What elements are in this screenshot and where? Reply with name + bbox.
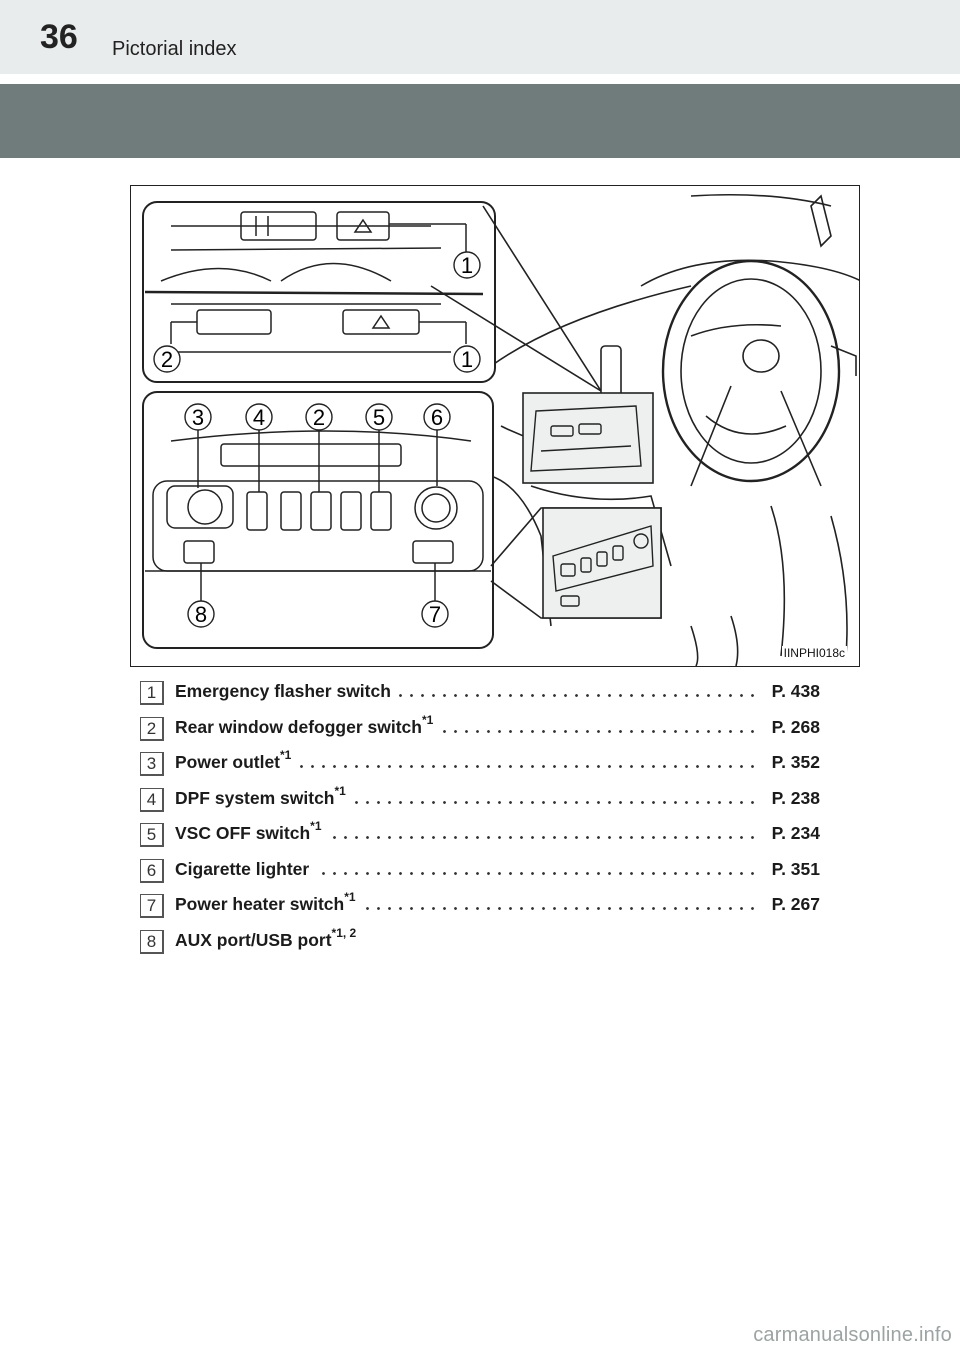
leader-dots	[175, 729, 762, 733]
callout-1-mid: 1	[453, 345, 481, 373]
callout-2-bottom: 2	[305, 403, 333, 431]
callout-5: 5	[365, 403, 393, 431]
leader-dots	[175, 694, 762, 697]
page-reference[interactable]: P. 238	[765, 787, 820, 809]
callout-5-label: 5	[373, 405, 385, 430]
page-reference[interactable]: P. 438	[765, 681, 820, 702]
legend-number: 3	[140, 752, 164, 776]
callout-3-label: 3	[192, 405, 204, 430]
leader-dots	[175, 836, 762, 839]
legend-footnote: *1	[280, 748, 292, 763]
legend-label: Power heater switch*1	[175, 891, 362, 915]
legend-item: 5 VSC OFF switch*1 P. 234	[140, 816, 820, 852]
legend-item: 6 Cigarette lighter P. 351	[140, 852, 820, 888]
legend-number: 2	[140, 716, 164, 741]
legend-label: Cigarette lighter	[175, 858, 316, 880]
header-band	[0, 84, 960, 158]
legend-item: 1 Emergency flasher switch P. 438	[140, 674, 820, 710]
leader-dots	[175, 800, 762, 804]
leader-dots	[175, 871, 762, 875]
callout-1-top-label: 1	[461, 253, 473, 278]
page-reference[interactable]: P. 268	[765, 716, 820, 738]
legend-footnote: *1, 2	[331, 925, 357, 940]
page-reference[interactable]: P. 352	[765, 752, 820, 773]
legend-label: Rear window defogger switch*1	[175, 714, 440, 738]
legend-label-text: DPF system switch	[175, 787, 335, 808]
callout-6-label: 6	[431, 405, 443, 430]
legend-item: 8 AUX port/USB port*1, 2	[140, 923, 820, 959]
legend-label: Power outlet*1	[175, 749, 298, 773]
callout-3: 3	[184, 403, 212, 431]
legend-number: 5	[140, 823, 164, 847]
legend-number: 7	[140, 894, 164, 918]
leader-dots	[175, 765, 762, 768]
legend-number: 4	[140, 787, 164, 812]
legend-label-text: Rear window defogger switch	[175, 716, 422, 737]
dashboard-drawing: 1 2 1 3 4 2 5	[142, 193, 859, 666]
legend-footnote: *1	[310, 819, 322, 834]
legend-item: 4 DPF system switch*1 P. 238	[140, 781, 820, 817]
callout-4: 4	[245, 403, 273, 431]
figure-code: IINPHI018c	[781, 646, 847, 660]
legend-label-text: Power heater switch	[175, 894, 345, 914]
dashboard-illustration: 1 2 1 3 4 2 5	[130, 185, 860, 667]
page-reference[interactable]: P. 267	[765, 894, 820, 915]
legend-label-text: Emergency flasher switch	[175, 681, 391, 701]
legend-item: 7 Power heater switch*1 P. 267	[140, 887, 820, 923]
legend-footnote: *1	[334, 783, 346, 798]
watermark: carmanualsonline.info	[753, 1324, 952, 1346]
callout-8: 8	[187, 600, 215, 628]
section-title: Pictorial index	[112, 38, 237, 60]
leader-dots	[175, 907, 762, 910]
legend-label-text: Power outlet	[175, 752, 281, 772]
page-number: 36	[40, 18, 78, 56]
legend-label: DPF system switch*1	[175, 785, 352, 809]
page-reference[interactable]: P. 234	[765, 823, 820, 844]
legend-footnote: *1	[344, 890, 356, 905]
legend-label: Emergency flasher switch	[175, 681, 397, 702]
callout-6: 6	[423, 403, 451, 431]
legend-footnote: *1	[421, 712, 434, 727]
callout-2-bottom-label: 2	[313, 405, 325, 430]
legend-number: 6	[140, 858, 164, 883]
page-header: 36 Pictorial index	[0, 0, 960, 74]
callout-7: 7	[421, 600, 449, 628]
callout-1-mid-label: 1	[461, 347, 473, 372]
legend-label-text: Cigarette lighter	[175, 858, 310, 879]
legend-label-text: VSC OFF switch	[175, 823, 311, 843]
callout-7-label: 7	[429, 602, 441, 627]
callout-2-top: 2	[153, 345, 181, 373]
legend-item: 3 Power outlet*1 P. 352	[140, 745, 820, 781]
callout-1-top: 1	[453, 251, 481, 279]
legend-label: VSC OFF switch*1	[175, 820, 328, 844]
callout-4-label: 4	[253, 405, 265, 430]
callout-8-label: 8	[195, 602, 207, 627]
callout-2-top-label: 2	[161, 347, 173, 372]
legend-list: 1 Emergency flasher switch P. 438 2 Rear…	[140, 674, 820, 958]
legend-item: 2 Rear window defogger switch*1 P. 268	[140, 710, 820, 746]
legend-number: 1	[140, 681, 164, 705]
legend-number: 8	[140, 929, 164, 954]
legend-label: AUX port/USB port*1, 2	[175, 927, 363, 951]
page-reference[interactable]: P. 351	[765, 858, 820, 880]
legend-label-text: AUX port/USB port	[175, 929, 332, 950]
